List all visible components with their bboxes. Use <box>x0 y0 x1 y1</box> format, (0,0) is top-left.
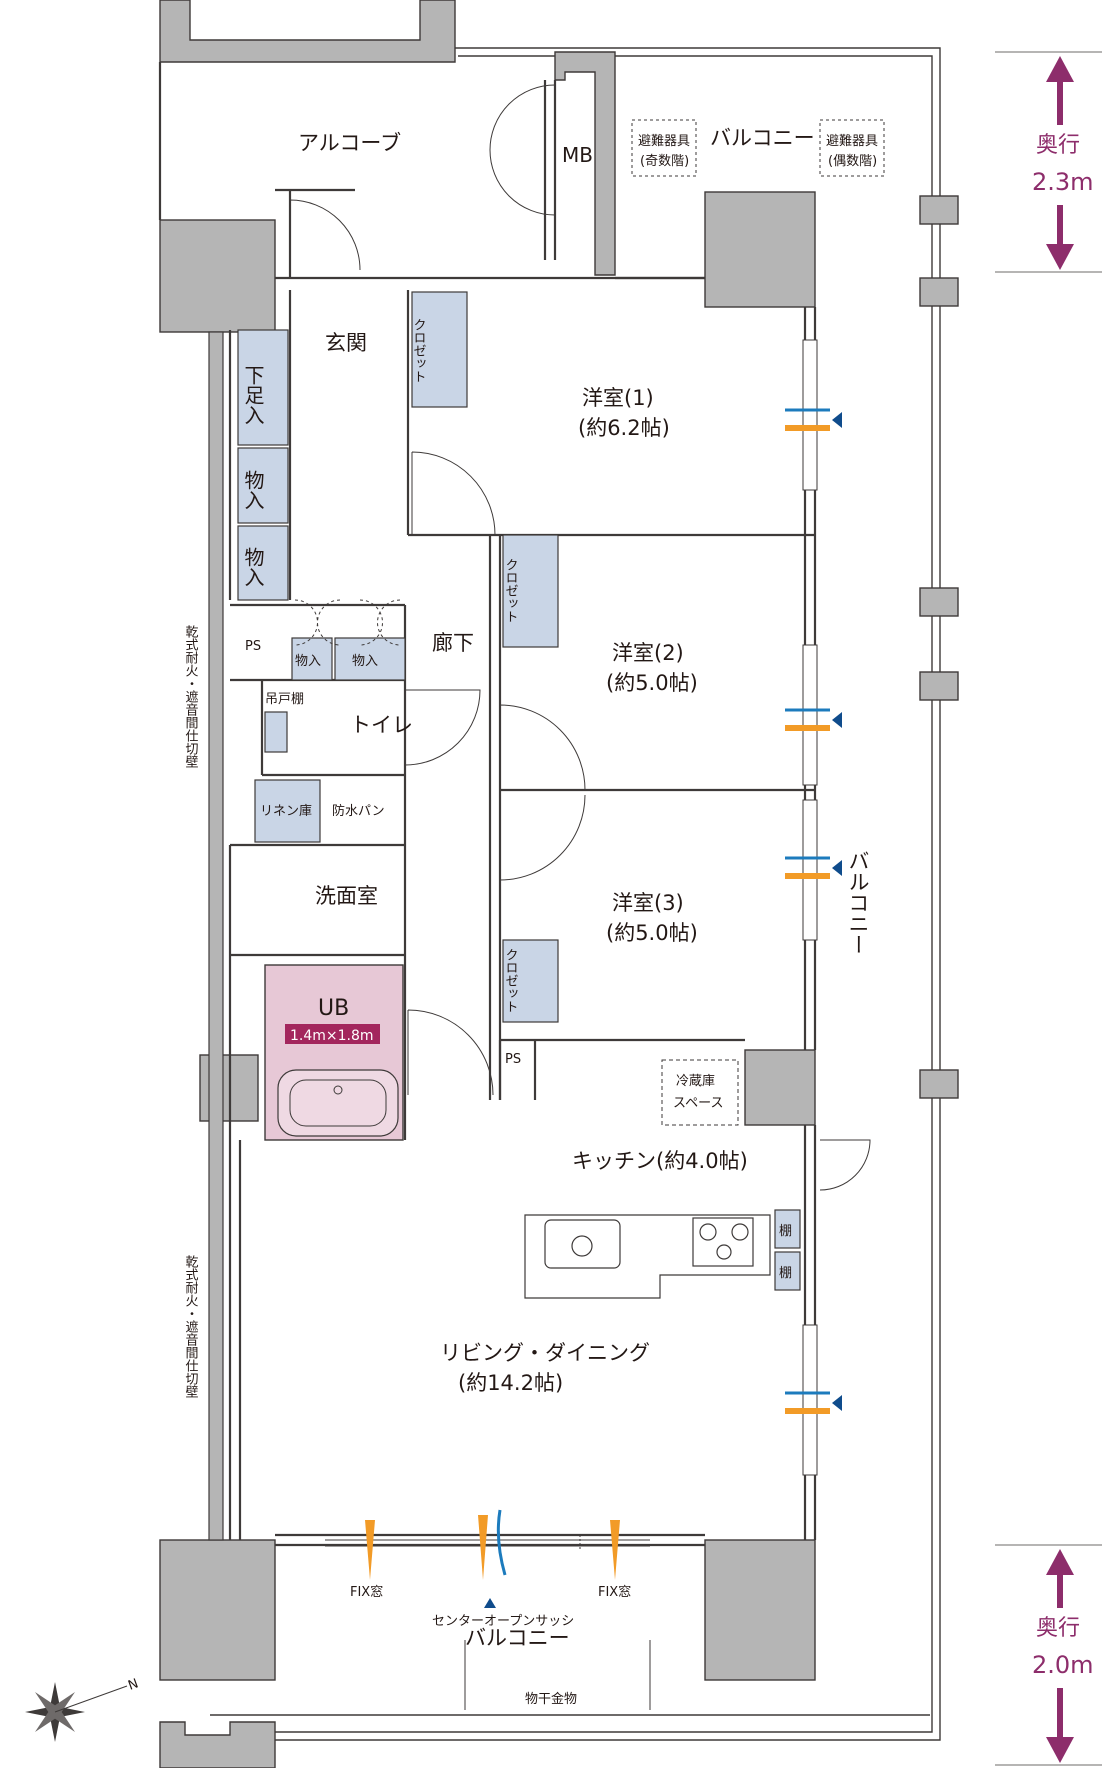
airflow-marks <box>365 408 842 1608</box>
label-ub-size: 1.4m×1.8m <box>290 1028 374 1044</box>
label-balcony-top: バルコニー <box>710 126 815 150</box>
label-closet-3: クロゼット <box>503 948 519 1013</box>
storage-box-d <box>334 637 406 681</box>
airflow-fix-left <box>365 1520 375 1580</box>
label-closet-1: クロゼット <box>411 318 427 383</box>
label-toilet: トイレ <box>350 713 413 737</box>
label-fix-window-left: FIX窓 <box>350 1584 383 1600</box>
label-corridor: 廊下 <box>432 631 474 655</box>
label-living-name: リビング・ダイニング <box>440 1341 650 1365</box>
shelf-1-box <box>774 1209 801 1249</box>
label-linen: リネン庫 <box>260 804 312 819</box>
ub-size-badge <box>285 1024 380 1044</box>
structural-walls <box>159 0 959 1768</box>
label-kitchen: キッチン(約4.0帖) <box>572 1149 748 1173</box>
shoe-storage <box>237 329 289 446</box>
unit-bath <box>264 964 404 1141</box>
label-storage-c: 物入 <box>295 654 321 669</box>
balcony-outline <box>190 47 941 1741</box>
label-partition-upper: 乾式耐火・遮音間仕切壁 <box>183 625 199 768</box>
label-storage-a: 物入 <box>241 470 265 510</box>
depth-bottom-label: 奥行 <box>1036 1616 1080 1641</box>
airflow-living <box>785 1391 842 1414</box>
closet-1-box <box>411 291 468 408</box>
compass-north-label: N <box>126 1676 140 1693</box>
label-western1-size: (約6.2帖) <box>578 416 670 440</box>
compass-rose <box>25 1682 128 1742</box>
label-balcony-right: バルコニー <box>846 850 870 955</box>
label-mb: MB <box>562 143 593 167</box>
storage-fills <box>237 291 801 1291</box>
label-evac-odd-2: (奇数階) <box>640 153 689 169</box>
label-ps-1: PS <box>245 639 261 654</box>
label-shelf-2: 棚 <box>779 1266 792 1281</box>
right-windows <box>802 339 818 1476</box>
label-fix-window-right: FIX窓 <box>598 1584 631 1600</box>
label-living-size: (約14.2帖) <box>458 1371 563 1395</box>
label-western1-name: 洋室(1) <box>582 386 654 410</box>
label-storage-b: 物入 <box>241 547 265 587</box>
depth-bottom-value: 2.0m <box>1032 1651 1094 1679</box>
closet-3-box <box>502 939 559 1023</box>
linen-box <box>254 779 321 843</box>
depth-top-label: 奥行 <box>1036 133 1080 158</box>
airflow-bedroom1 <box>785 408 842 431</box>
label-hanging-shelf: 吊戸棚 <box>265 692 304 707</box>
label-western3-name: 洋室(3) <box>612 891 684 915</box>
airflow-center <box>478 1515 488 1580</box>
label-western3-size: (約5.0帖) <box>606 921 698 945</box>
toilet-shelf <box>264 711 288 753</box>
label-waterproof-pan: 防水パン <box>332 803 385 819</box>
bottom-windows <box>325 1535 650 1550</box>
label-closet-2: クロゼット <box>503 558 519 623</box>
label-alcove: アルコーブ <box>298 131 401 155</box>
label-evac-odd-1: 避難器具 <box>638 134 690 149</box>
airflow-bedroom2 <box>785 708 842 731</box>
label-shelf-1: 棚 <box>779 1224 792 1239</box>
evac-odd-box <box>631 119 697 177</box>
label-center-sash: センターオープンサッシ <box>432 1614 574 1629</box>
center-sash-arrow <box>484 1598 496 1608</box>
fridge-space <box>661 1059 739 1126</box>
storage-box-a <box>237 447 289 524</box>
shelf-2-box <box>774 1251 801 1291</box>
label-drying-hardware: 物干金物 <box>525 1691 577 1707</box>
kitchen-counter <box>524 1214 771 1299</box>
depth-top-value: 2.3m <box>1032 168 1094 196</box>
airflow-bedroom3 <box>785 856 842 879</box>
label-western2-size: (約5.0帖) <box>606 671 698 695</box>
label-shoe-storage: 下足入 <box>241 365 265 425</box>
airflow-fix-right <box>610 1520 620 1580</box>
evac-even-box <box>819 119 885 177</box>
storage-box-b <box>237 525 289 601</box>
label-evac-even-1: 避難器具 <box>826 134 878 149</box>
depth-marker-bottom <box>995 1544 1102 1766</box>
label-fridge-1: 冷蔵庫 <box>676 1074 715 1089</box>
label-storage-d: 物入 <box>352 654 378 669</box>
depth-marker-top <box>995 51 1102 273</box>
label-western2-name: 洋室(2) <box>612 641 684 665</box>
closet-2-box <box>502 534 559 648</box>
labels: アルコーブ バルコニー MB 避難器具 (奇数階) 避難器具 (偶数階) 玄関 … <box>126 126 1093 1707</box>
label-evac-even-2: (偶数階) <box>828 154 877 169</box>
label-washroom: 洗面室 <box>315 884 378 908</box>
label-ps-2: PS <box>505 1052 521 1067</box>
label-ub: UB <box>318 996 349 1021</box>
airflow-center-blue <box>496 1509 507 1576</box>
label-partition-lower: 乾式耐火・遮音間仕切壁 <box>183 1255 199 1398</box>
partition-wall <box>208 331 224 1541</box>
label-entrance: 玄関 <box>325 331 367 355</box>
label-fridge-2: スペース <box>673 1096 723 1111</box>
doors <box>289 84 871 1191</box>
drying-hardware-lines <box>464 1640 651 1710</box>
label-balcony-bottom: バルコニー <box>465 1626 570 1650</box>
